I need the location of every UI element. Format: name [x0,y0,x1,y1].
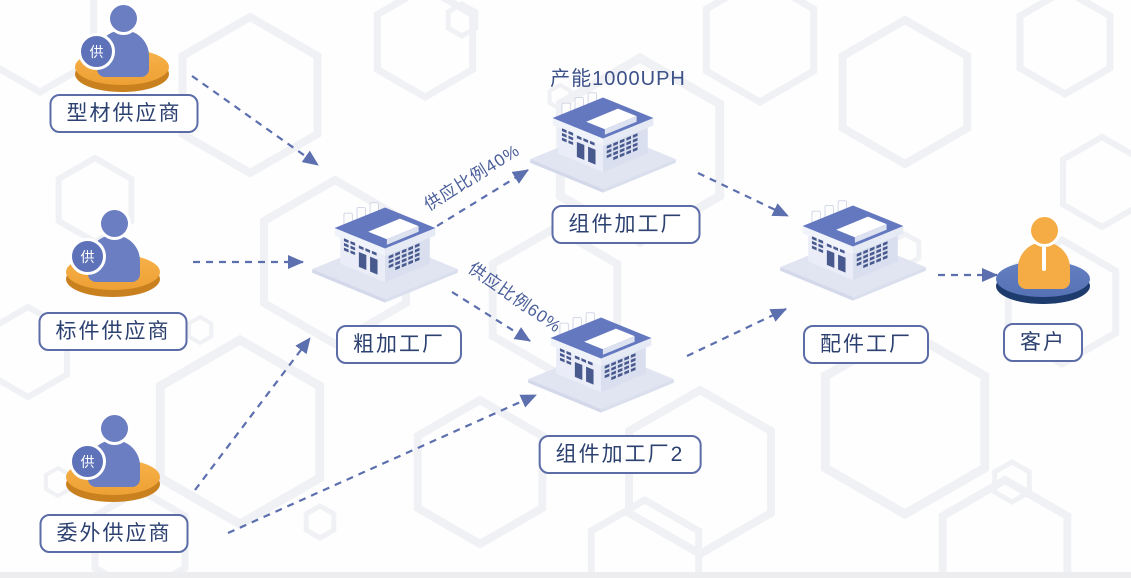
label-supplier-outsourced[interactable]: 委外供应商 [39,514,189,554]
person-head [101,210,128,237]
label-factory-rough[interactable]: 粗加工厂 [336,325,462,365]
supplier-badge: 供 [78,33,115,70]
edge-component1-to-accessory [697,172,789,217]
supplier-badge: 供 [69,238,106,275]
label-factory-accessory[interactable]: 配件工厂 [803,325,929,365]
person-head [110,5,137,32]
customer-icon[interactable] [991,212,1096,304]
label-supplier-profile[interactable]: 型材供应商 [49,94,199,134]
person-head [1031,217,1058,244]
label-supplier-standard[interactable]: 标件供应商 [38,312,188,352]
capacity-annotation: 产能1000UPH [550,68,686,90]
label-customer[interactable]: 客户 [1003,323,1083,363]
label-factory-component1[interactable]: 组件加工厂 [551,205,701,245]
person-head [101,415,128,442]
edge-outsourced-to-rough [194,337,311,491]
edge-outsourced-to-component2 [227,393,537,535]
edge-profile-to-rough [191,75,319,166]
supplier-badge: 供 [69,443,106,480]
factory-rough-icon[interactable] [310,200,460,312]
supplier-standard-icon[interactable]: 供 [61,205,166,297]
edge-component2-to-accessory [686,308,787,357]
factory-component1-icon[interactable] [528,90,678,202]
edge-label-ratio-60: 供应比例60% [464,258,565,337]
label-factory-component2[interactable]: 组件加工厂2 [538,435,702,475]
supplier-outsourced-icon[interactable]: 供 [61,410,166,502]
supplier-profile-icon[interactable]: 供 [70,0,175,92]
edge-label-ratio-40: 供应比例40% [420,140,524,215]
person-tie [1042,246,1046,271]
factory-accessory-icon[interactable] [778,198,928,310]
